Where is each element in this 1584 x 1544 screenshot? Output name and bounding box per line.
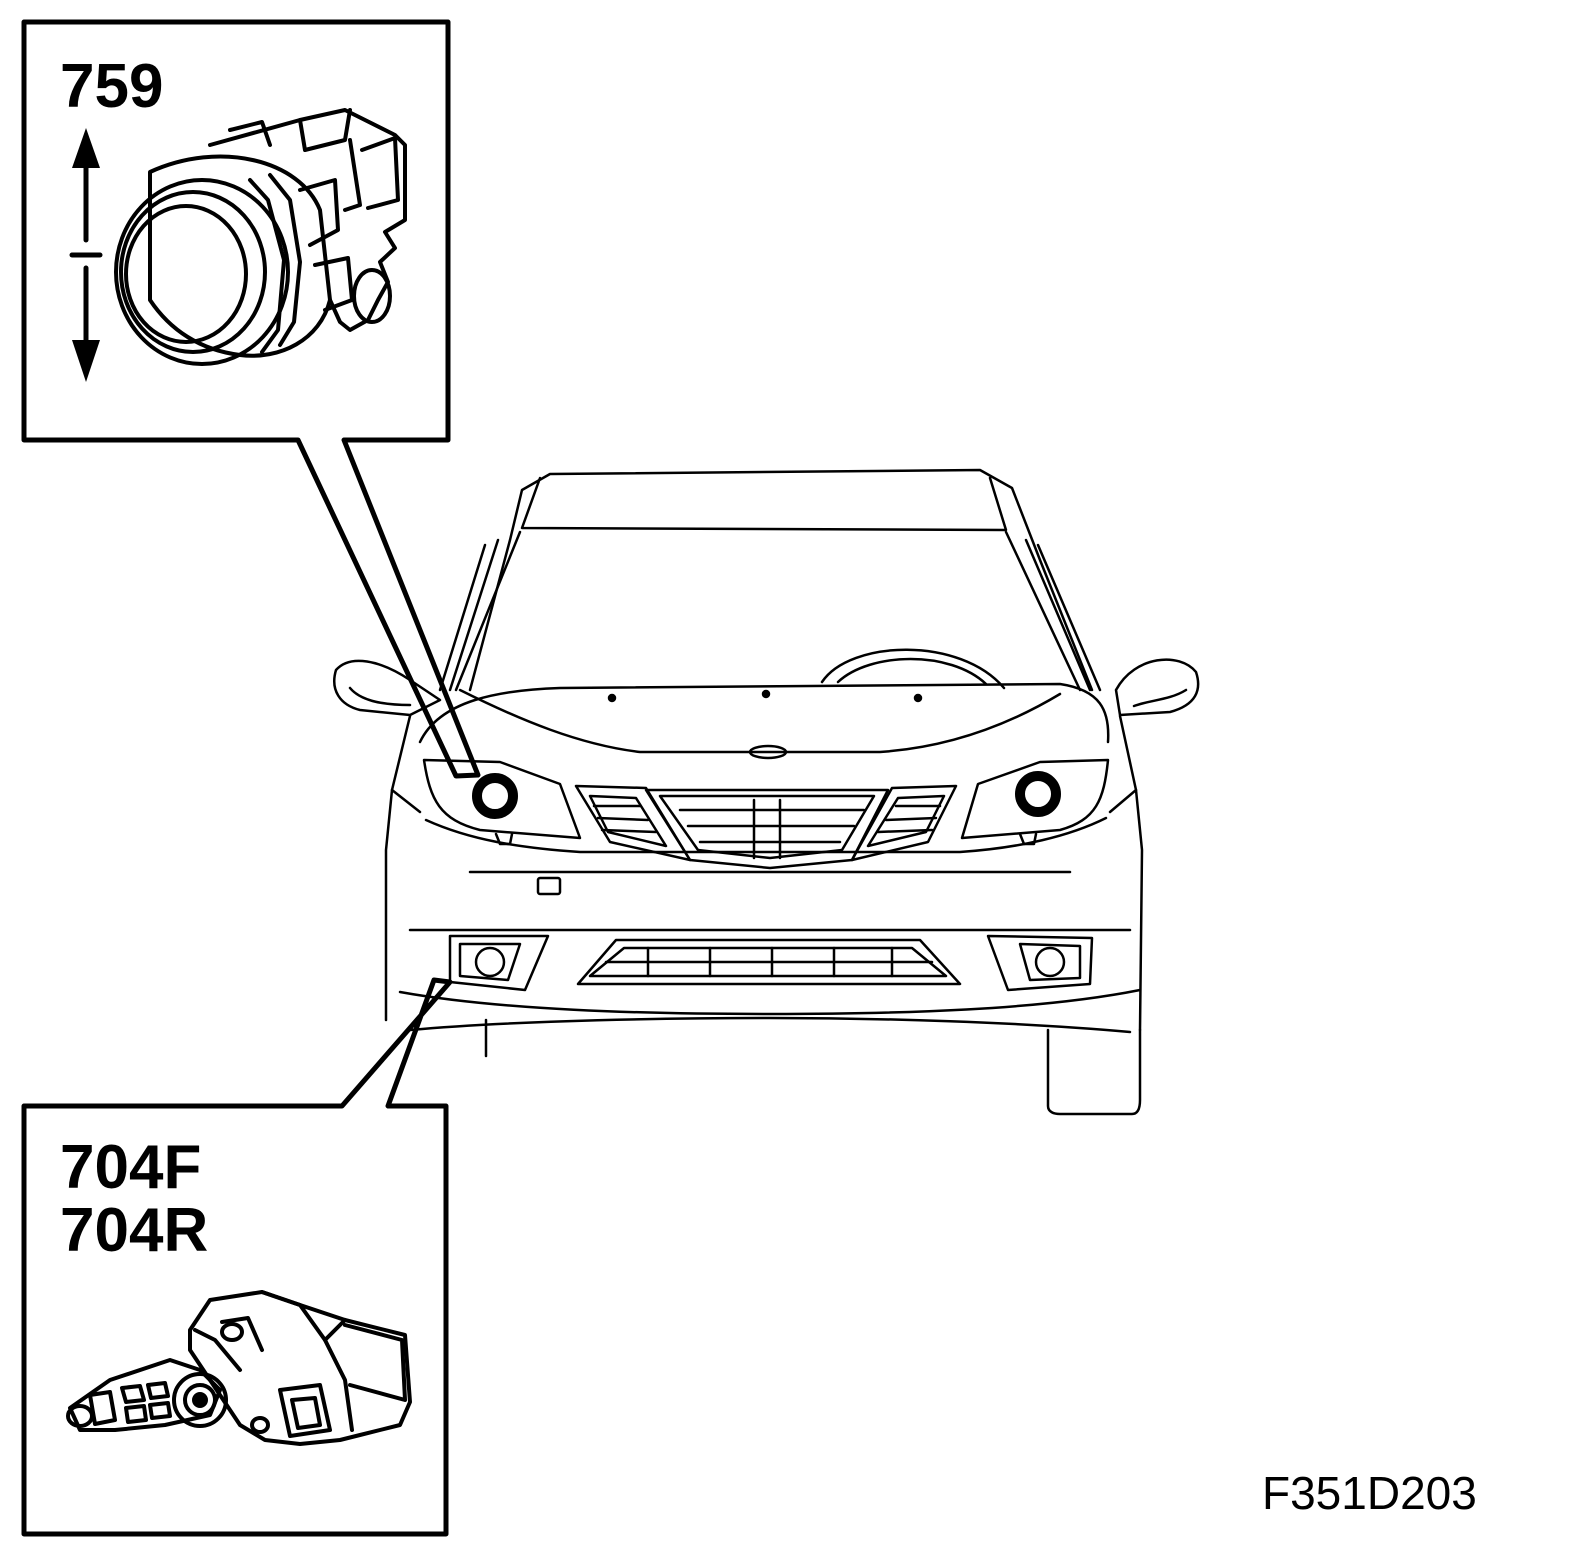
sensor-front-part-number: 704F — [60, 1133, 202, 1202]
left-fog-lamp — [448, 934, 550, 992]
arrow-down-icon — [72, 340, 100, 382]
height-sensor-illustration — [66, 1290, 412, 1446]
right-headlamp — [960, 758, 1110, 840]
car-front-illustration — [333, 468, 1200, 1116]
sensor-part-numbers: 704F 704R — [60, 1133, 209, 1266]
lower-grille — [576, 938, 962, 986]
left-headlamp — [422, 758, 582, 840]
emblem — [748, 744, 788, 760]
steering-wheel-top — [820, 648, 1006, 690]
level-arrow-icon — [69, 162, 103, 348]
sensor-callout — [21, 977, 453, 1537]
sensor-rear-part-number: 704R — [60, 1196, 209, 1266]
right-wheel — [1046, 1028, 1142, 1116]
right-mirror — [1114, 658, 1200, 717]
left-mirror — [333, 659, 442, 717]
right-fog-lamp — [986, 934, 1094, 992]
hood-edge — [418, 682, 1110, 744]
headlamp-module-illustration — [114, 108, 407, 366]
windshield — [454, 530, 1082, 692]
figure-code: F351D203 — [1262, 1467, 1477, 1519]
sensor-callout-frame — [21, 977, 453, 1537]
headlamp-part-number: 759 — [60, 52, 164, 121]
headlamp-callout-frame — [21, 19, 481, 779]
arrow-up-icon — [72, 128, 100, 168]
roof-outline — [468, 468, 1094, 692]
headlamp-callout — [21, 19, 481, 779]
